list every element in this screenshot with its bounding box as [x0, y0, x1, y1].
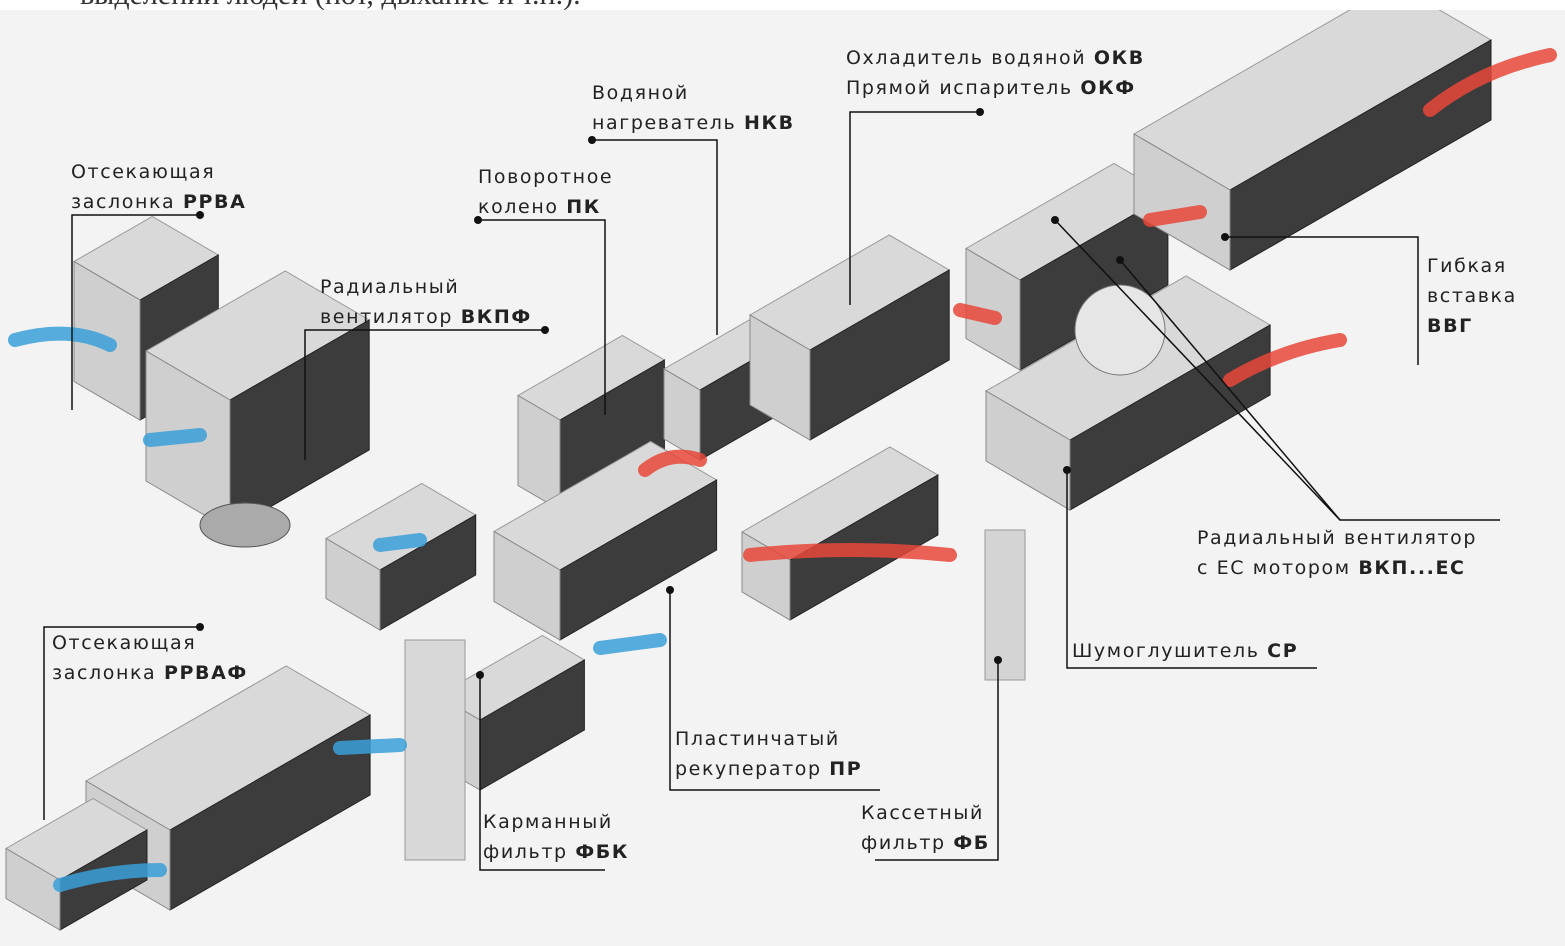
ventilation-diagram — [0, 10, 1565, 946]
leader-dot-vkp-ec-2 — [1116, 256, 1124, 264]
label-sr: Шумоглушитель СР — [1072, 640, 1299, 662]
exhaust-air-arrow-1 — [143, 428, 207, 447]
leader-dot-vvg — [1221, 233, 1229, 241]
leader-dot-fbk — [476, 671, 484, 679]
supply-air-arrow-out — [1423, 48, 1557, 117]
supply-air-arrow-3 — [953, 303, 1002, 325]
supply-air-arrow-2 — [1223, 333, 1347, 387]
heater-nkv-end — [663, 368, 701, 461]
filter-section-1 — [325, 482, 477, 631]
fan-impeller-vkpf — [199, 502, 291, 548]
filter-section-1-end — [325, 537, 381, 631]
supply-air-arrow-5 — [743, 543, 957, 562]
damper-rrvaf-end — [5, 847, 61, 931]
leader-line-sr — [1066, 470, 1317, 669]
exhaust-air-arrow-in — [53, 863, 167, 892]
leader-dot-pk — [474, 216, 482, 224]
filter-cassette-panel — [984, 529, 1026, 681]
elbow-pk-end — [517, 394, 561, 511]
exhaust-air-arrow-4 — [333, 738, 407, 755]
cropped-caption-text: выделений людей (пот, дыхание и т.п.). — [80, 0, 581, 12]
leader-dot-vkpf — [541, 326, 549, 334]
cooler-okv-end — [749, 314, 811, 441]
leader-dot-nkv — [588, 136, 596, 144]
leader-line-rrva — [71, 214, 200, 410]
leader-line-fbk — [479, 675, 605, 871]
silencer-top-end — [1133, 133, 1231, 271]
flex-vvg — [965, 162, 1169, 371]
flex-vvg-end — [965, 247, 1021, 371]
leader-lines — [43, 108, 1500, 871]
leader-dot-vkp-ec — [1051, 216, 1059, 224]
exhaust-air-arrow-3 — [593, 633, 667, 655]
equipment-illustration — [5, 10, 1557, 931]
leader-dot-rrva — [196, 211, 204, 219]
filter-door-panel — [404, 639, 466, 861]
leader-line-vvg — [1225, 236, 1419, 365]
leader-line-vkp-ec-2 — [1119, 259, 1341, 521]
leader-dot-fb — [994, 656, 1002, 664]
leader-line-nkv — [592, 139, 718, 335]
leader-line-pr — [669, 590, 880, 791]
leader-line-rrvaf — [43, 626, 200, 820]
supply-air-arrow-1 — [1143, 205, 1207, 227]
recuperator-pr-end — [493, 530, 561, 641]
leader-line-vkpf — [304, 329, 545, 460]
silencer-sr-end — [985, 390, 1071, 511]
exhaust-air-arrow-out — [8, 326, 117, 352]
recuperator-pr — [493, 440, 718, 641]
leader-dot-pr — [666, 586, 674, 594]
leader-dot-rrvaf — [196, 623, 204, 631]
fan-impeller-ec — [1074, 284, 1166, 376]
elbow-pk — [517, 334, 666, 511]
leader-dot-sr — [1063, 466, 1071, 474]
supply-air-arrow-4 — [638, 449, 707, 477]
silencer-top — [1133, 10, 1492, 271]
leader-line-fb — [875, 660, 999, 861]
leader-line-okv — [849, 111, 980, 305]
exhaust-air-arrow-2 — [373, 533, 427, 552]
leader-line-pk — [478, 219, 606, 415]
leader-dot-okv — [976, 108, 984, 116]
